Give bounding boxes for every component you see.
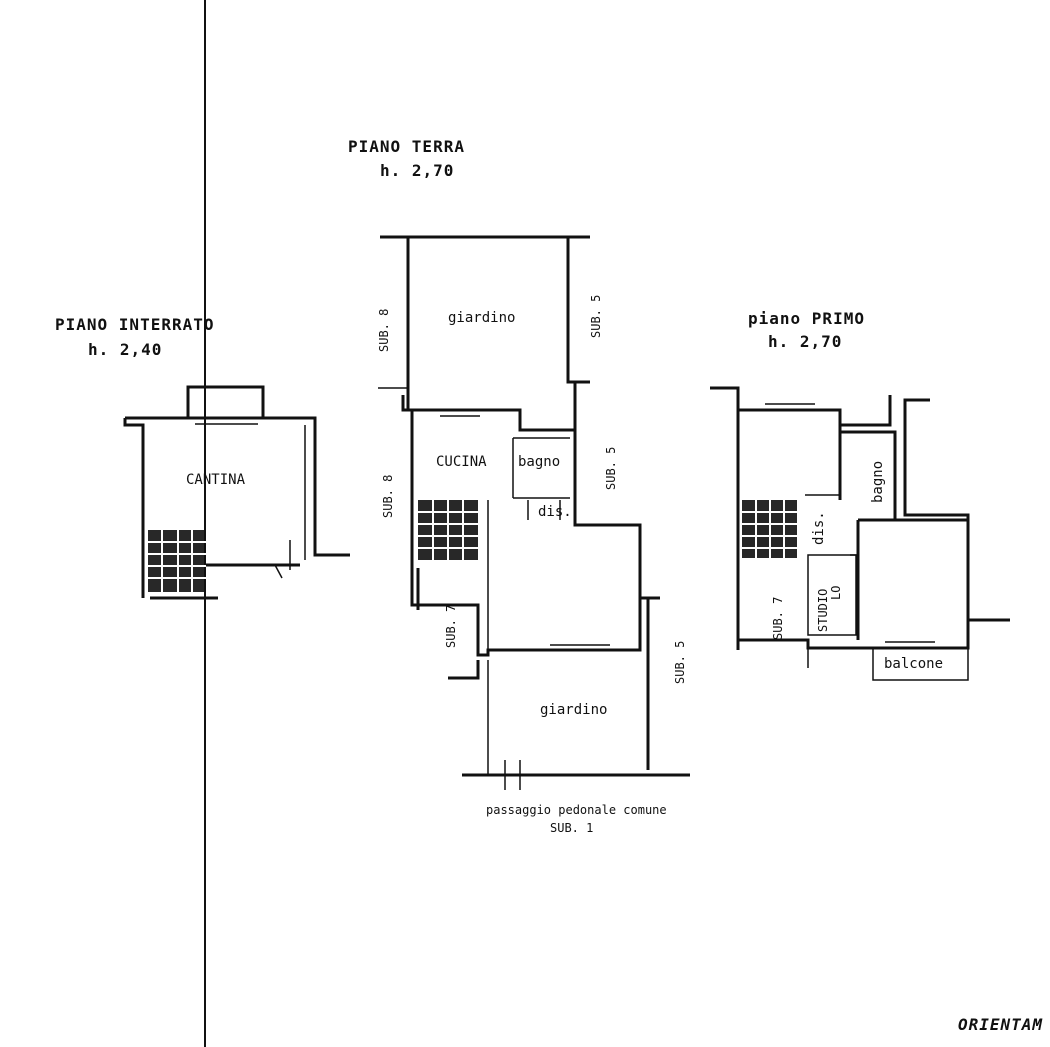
neighbor-label-sub5-top: SUB. 5: [589, 295, 603, 338]
room-label-dis: dis.: [538, 504, 572, 520]
room-label-bagno: bagno: [518, 454, 560, 470]
room-label-cantina: CANTINA: [186, 472, 246, 488]
passage-label: passaggio pedonale comune: [486, 803, 667, 817]
ground-garden-top-walls: [380, 235, 590, 410]
first-studio-room: [807, 554, 857, 636]
room-label-cucina: CUCINA: [436, 454, 487, 470]
first-title: piano PRIMO: [748, 309, 865, 328]
room-label-giardino-top: giardino: [448, 310, 515, 326]
basement-walls: [123, 416, 350, 600]
room-label-balcone: balcone: [884, 656, 943, 672]
first-balcony: [872, 647, 969, 681]
room-label-bagno-first: bagno: [870, 461, 886, 503]
basement-height: h. 2,40: [88, 340, 162, 359]
neighbor-label-sub8-top: SUB. 8: [377, 309, 391, 352]
first-floor-plan: piano PRIMO h. 2,70 bagno dis. STUDIO: [710, 309, 1010, 681]
ground-height: h. 2,70: [380, 161, 454, 180]
basement-lightwell: [186, 385, 265, 418]
room-label-giardino-bottom: giardino: [540, 702, 607, 718]
room-label-studio: STUDIO: [816, 589, 830, 632]
orientation-label: ORIENTAM: [958, 1015, 1043, 1034]
ground-neighbor-walls: [416, 568, 690, 777]
passage-sub-label: SUB. 1: [550, 821, 593, 835]
room-label-dis-first: dis.: [811, 511, 827, 545]
room-label-lo: LO: [829, 586, 843, 600]
basement-stairs: [148, 530, 206, 592]
ground-stairs: [418, 500, 478, 560]
neighbor-label-sub5-mid: SUB. 5: [604, 447, 618, 490]
ground-floor-plan: PIANO TERRA h. 2,70: [348, 137, 690, 835]
neighbor-label-sub5-bottom: SUB. 5: [673, 641, 687, 684]
neighbor-label-sub7: SUB. 7: [444, 605, 458, 648]
first-stairs: [742, 500, 797, 558]
ground-title: PIANO TERRA: [348, 137, 465, 156]
basement-title: PIANO INTERRATO: [55, 315, 215, 334]
neighbor-label-sub8-mid: SUB. 8: [381, 475, 395, 518]
basement-plan: PIANO INTERRATO h. 2,40 CANTINA: [55, 315, 350, 600]
neighbor-label-sub7-first: SUB. 7: [771, 597, 785, 640]
first-height: h. 2,70: [768, 332, 842, 351]
